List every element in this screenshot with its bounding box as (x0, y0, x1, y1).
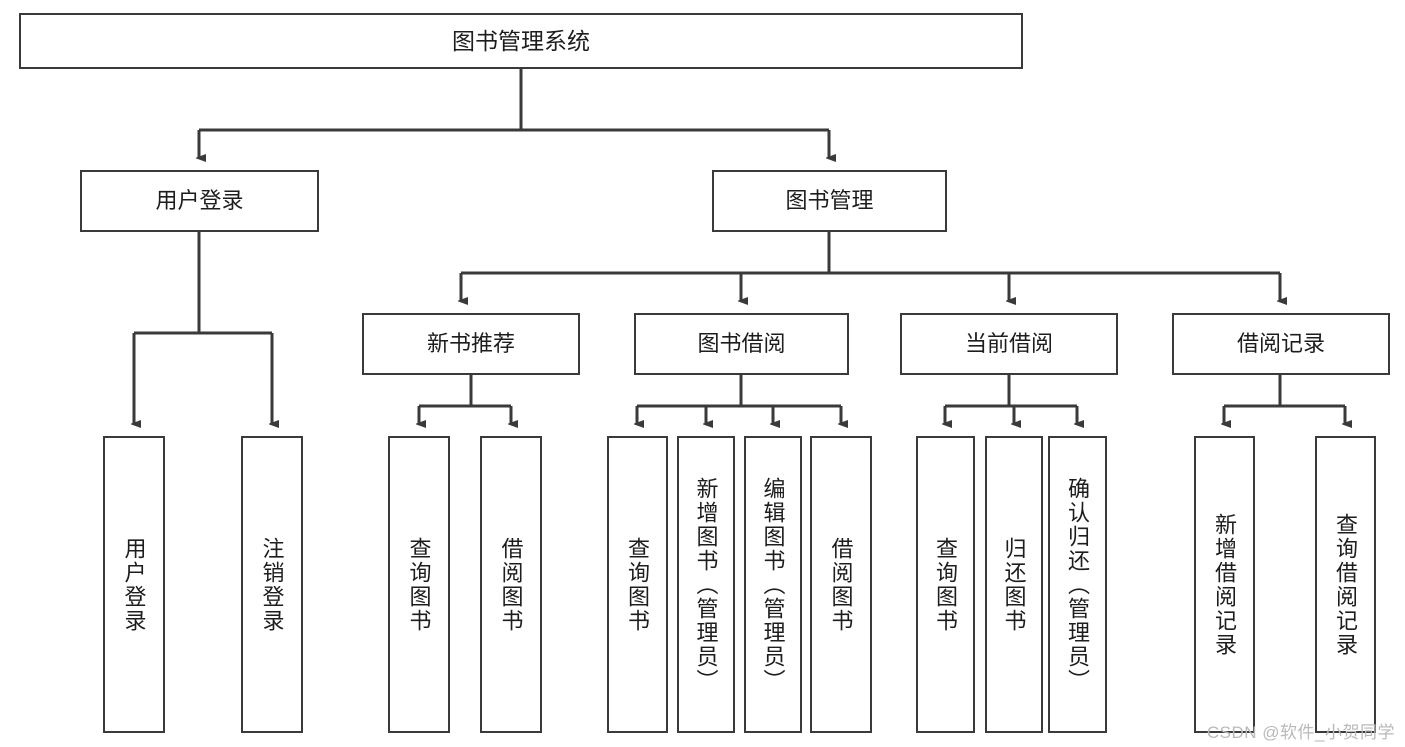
node-new-book-rec-label: 新书推荐 (426, 331, 515, 357)
node-leaf-add-book-label: 新增图书（管理员） (693, 476, 719, 693)
node-leaf-edit-book[interactable]: 编辑图书（管理员） (744, 436, 802, 733)
node-leaf-query-record-label: 查询借阅记录 (1333, 512, 1359, 657)
node-leaf-logout-label: 注销登录 (259, 536, 285, 633)
node-leaf-user-login-label: 用户登录 (121, 536, 147, 633)
node-root-label: 图书管理系统 (452, 27, 590, 54)
node-leaf-borrow-book-rec[interactable]: 借阅图书 (480, 436, 542, 733)
node-borrow-record-label: 借阅记录 (1236, 331, 1325, 357)
node-user-login[interactable]: 用户登录 (80, 170, 319, 232)
node-borrow-record[interactable]: 借阅记录 (1172, 313, 1390, 375)
node-leaf-edit-book-label: 编辑图书（管理员） (760, 476, 786, 693)
node-book-borrow[interactable]: 图书借阅 (634, 313, 849, 375)
node-leaf-confirm-return[interactable]: 确认归还（管理员） (1048, 436, 1107, 733)
node-root[interactable]: 图书管理系统 (19, 13, 1023, 69)
node-leaf-return-book[interactable]: 归还图书 (985, 436, 1043, 733)
node-leaf-borrow-book-label: 借阅图书 (828, 536, 854, 633)
node-book-manage[interactable]: 图书管理 (712, 170, 947, 232)
node-leaf-query-book-cur[interactable]: 查询图书 (916, 436, 975, 733)
node-leaf-query-record[interactable]: 查询借阅记录 (1315, 436, 1376, 733)
node-leaf-add-record[interactable]: 新增借阅记录 (1194, 436, 1255, 733)
node-leaf-confirm-return-label: 确认归还（管理员） (1065, 476, 1091, 693)
node-leaf-query-book-borrow-label: 查询图书 (625, 536, 651, 633)
node-leaf-query-book-borrow[interactable]: 查询图书 (607, 436, 668, 733)
node-leaf-return-book-label: 归还图书 (1001, 536, 1027, 633)
node-book-manage-label: 图书管理 (785, 188, 874, 214)
node-leaf-query-book-rec-label: 查询图书 (406, 536, 432, 633)
watermark-text: CSDN @软件_小贺同学 (1206, 723, 1395, 742)
node-leaf-user-login[interactable]: 用户登录 (103, 436, 165, 733)
node-new-book-rec[interactable]: 新书推荐 (362, 313, 580, 375)
node-leaf-logout[interactable]: 注销登录 (241, 436, 303, 733)
node-user-login-label: 用户登录 (155, 188, 244, 214)
node-leaf-borrow-book[interactable]: 借阅图书 (810, 436, 872, 733)
node-leaf-add-book[interactable]: 新增图书（管理员） (677, 436, 735, 733)
node-leaf-borrow-book-rec-label: 借阅图书 (498, 536, 524, 633)
node-leaf-query-book-cur-label: 查询图书 (933, 536, 959, 633)
node-book-borrow-label: 图书借阅 (697, 331, 786, 357)
node-current-borrow[interactable]: 当前借阅 (900, 313, 1118, 375)
node-current-borrow-label: 当前借阅 (964, 331, 1053, 357)
node-leaf-add-record-label: 新增借阅记录 (1212, 512, 1238, 657)
node-leaf-query-book-rec[interactable]: 查询图书 (388, 436, 450, 733)
